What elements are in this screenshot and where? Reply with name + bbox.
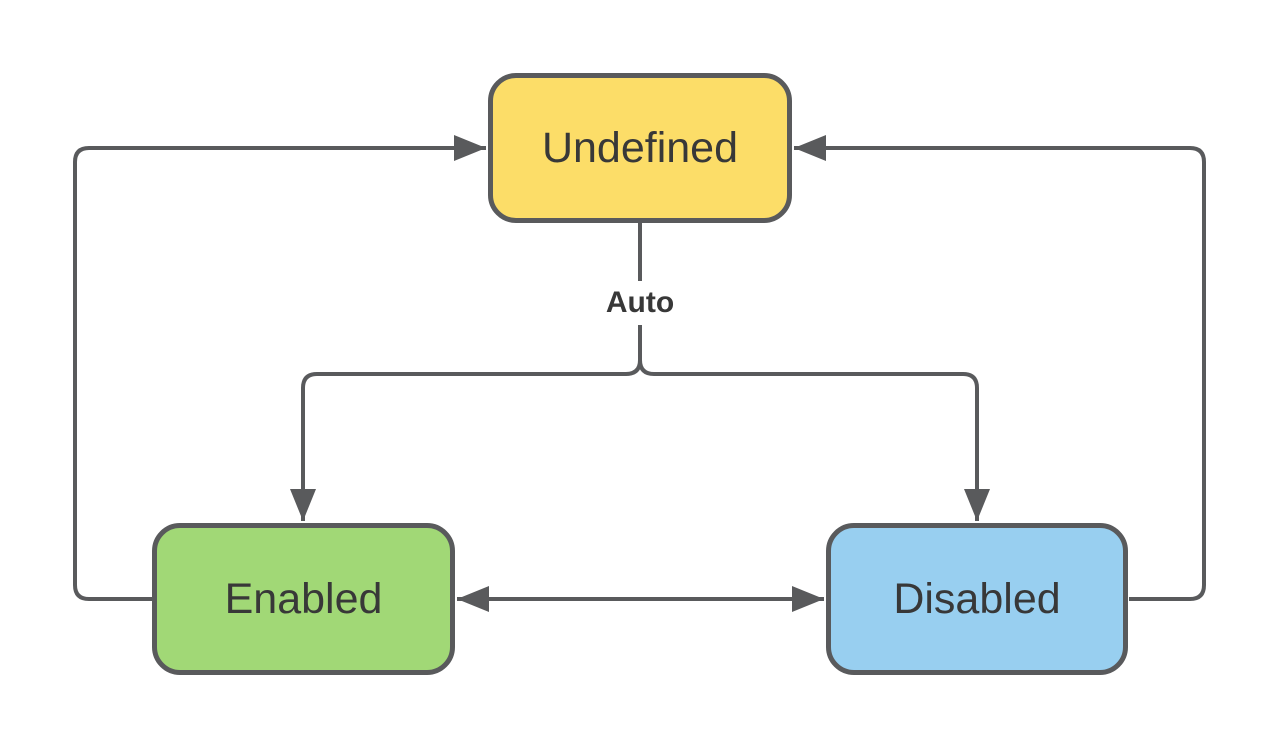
edge-disabled-to-undefined (794, 135, 1206, 601)
node-undefined-label: Undefined (541, 123, 739, 172)
edge-undefined-to-enabled (290, 223, 642, 521)
edge-label-auto: Auto (595, 281, 685, 325)
node-enabled-label: Enabled (224, 574, 383, 623)
node-enabled: Enabled (152, 523, 455, 675)
edge-enabled-to-undefined (73, 135, 486, 601)
node-disabled: Disabled (826, 523, 1128, 675)
node-disabled-label: Disabled (893, 574, 1061, 623)
edge-undefined-to-disabled (638, 223, 990, 521)
node-undefined: Undefined (488, 73, 792, 223)
